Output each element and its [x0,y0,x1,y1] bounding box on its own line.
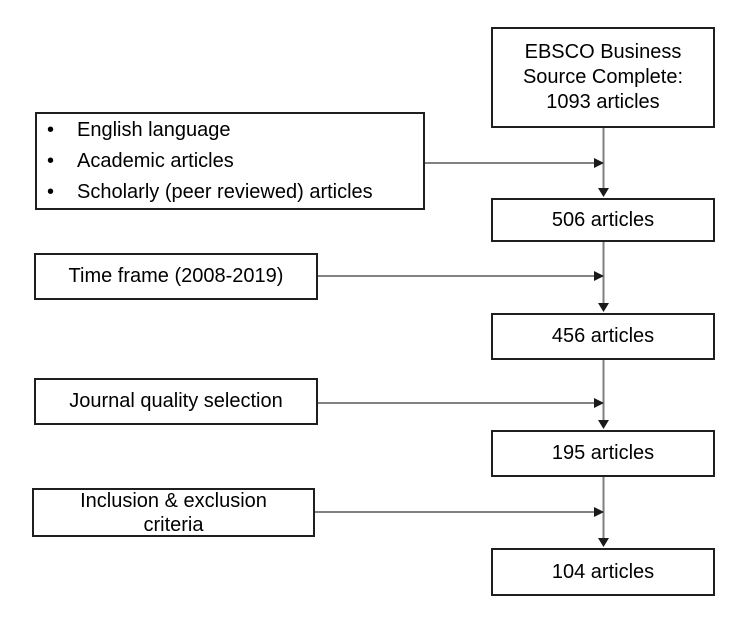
source-box-label: EBSCO Business Source Complete: 1093 art… [523,40,683,115]
filter-label: Inclusion & exclusion criteria [80,489,267,537]
filter-label-line: criteria [143,513,204,536]
filter-box-timeframe: Time frame (2008-2019) [34,253,318,300]
filter-label-line: Inclusion & exclusion [80,489,267,512]
source-box-line: 1093 articles [546,91,660,113]
filter-box-criteria: English language Academic articles Schol… [35,112,425,210]
source-box-line: EBSCO Business [524,41,682,63]
stage-box-104: 104 articles [491,548,715,596]
filter-box-inclusion-exclusion: Inclusion & exclusion criteria [32,488,315,537]
filter-label: Time frame (2008-2019) [68,265,284,287]
filter-box-journal-quality: Journal quality selection [34,378,318,425]
stage-box-456: 456 articles [491,313,715,360]
source-box-line: Source Complete: [522,66,684,88]
filter-label: Journal quality selection [69,390,283,412]
criteria-item: Scholarly (peer reviewed) articles [47,177,417,208]
stage-label: 456 articles [551,325,655,347]
stage-box-195: 195 articles [491,430,715,477]
stage-label: 195 articles [551,442,655,464]
criteria-bullet-list: English language Academic articles Schol… [37,115,423,208]
criteria-item: Academic articles [47,146,417,177]
source-box: EBSCO Business Source Complete: 1093 art… [491,27,715,128]
criteria-item: English language [47,115,417,146]
stage-label: 104 articles [551,560,655,583]
stage-label: 506 articles [551,208,655,231]
stage-box-506: 506 articles [491,198,715,242]
